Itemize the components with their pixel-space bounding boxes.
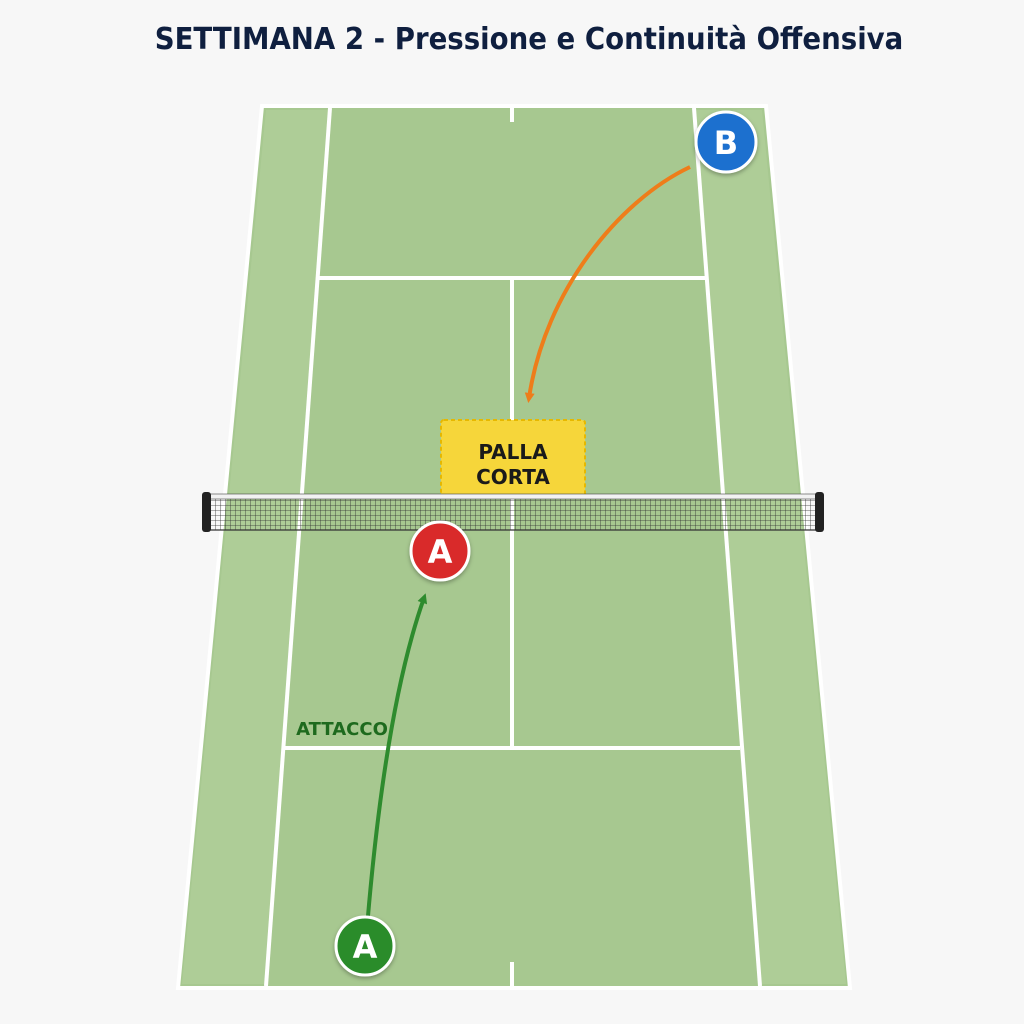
player-a-net: A [409,520,471,582]
short-ball-zone-label-2: CORTA [476,465,550,489]
player-b: B [694,110,758,174]
attacco-label: ATTACCO [296,719,388,740]
move-arrow-green [366,593,428,917]
doubles-alley-right [694,110,846,984]
player-a-net-label: A [428,533,453,571]
player-a-start: A [334,915,396,977]
doubles-alley-left [182,110,328,984]
page-title: SETTIMANA 2 - Pressione e Continuità Off… [154,22,904,57]
singles-sideline-right [692,107,762,987]
short-ball-zone-label-1: PALLA [478,440,548,464]
player-b-label: B [714,124,738,162]
tennis-net-icon [202,492,824,532]
singles-sideline-left [264,107,332,987]
shot-arrow-orange [524,165,691,403]
player-a-start-label: A [353,928,378,966]
